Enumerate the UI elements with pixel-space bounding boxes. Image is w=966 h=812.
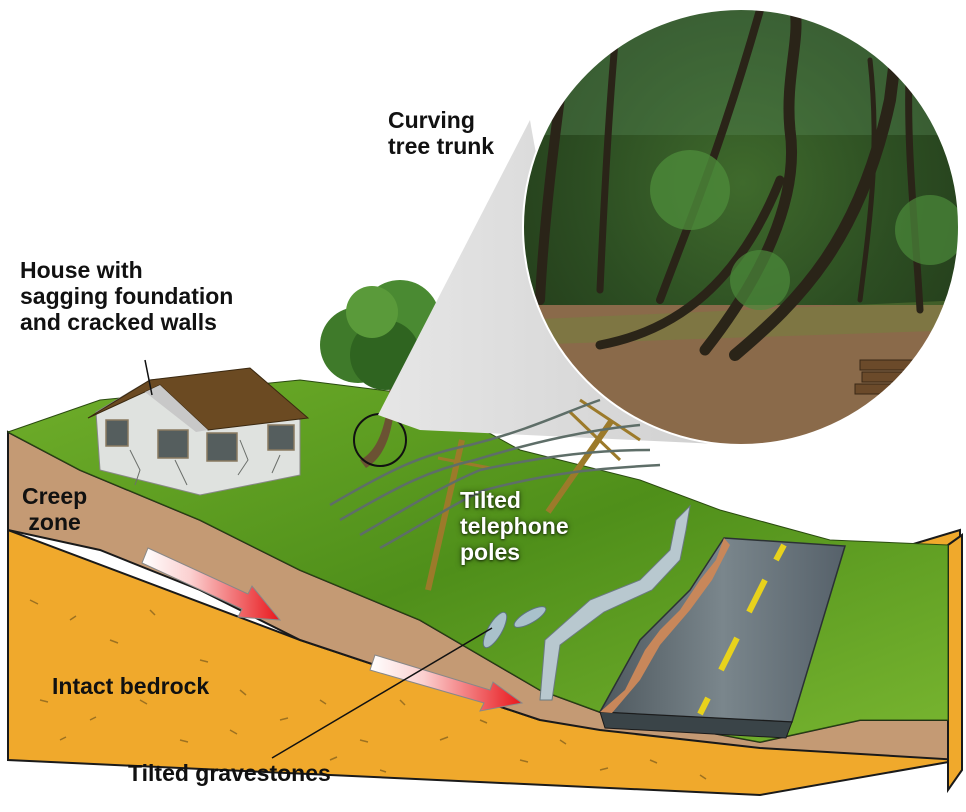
road-edge	[599, 711, 793, 739]
label-house: House with sagging foundation and cracke…	[20, 257, 234, 335]
bedrock-texture	[29, 599, 707, 780]
label-intact-bedrock: Intact bedrock	[52, 673, 210, 699]
inset-photo	[523, 9, 959, 445]
tilted-retaining-wall	[539, 504, 691, 701]
label-creep-zone: Creep zone	[22, 483, 88, 535]
creep-arrow	[369, 654, 524, 712]
gravestone	[513, 606, 547, 628]
road-dirt-edge	[600, 538, 730, 713]
house-pointer-line	[144, 359, 153, 396]
road-center-stripes	[697, 543, 787, 716]
label-tilted-poles: Tilted telephone poles	[460, 487, 569, 565]
gravestones-pointer-line	[271, 627, 493, 759]
inset-border	[522, 8, 960, 446]
creep-arrow	[141, 547, 282, 621]
label-curving-tree: Curving tree trunk	[388, 107, 495, 159]
house	[87, 367, 310, 496]
block-side-face	[947, 533, 963, 794]
telephone-pole	[545, 418, 615, 514]
gravestone	[482, 611, 508, 649]
label-tilted-gravestones: Tilted gravestones	[128, 760, 331, 786]
telephone-poles	[329, 398, 661, 591]
